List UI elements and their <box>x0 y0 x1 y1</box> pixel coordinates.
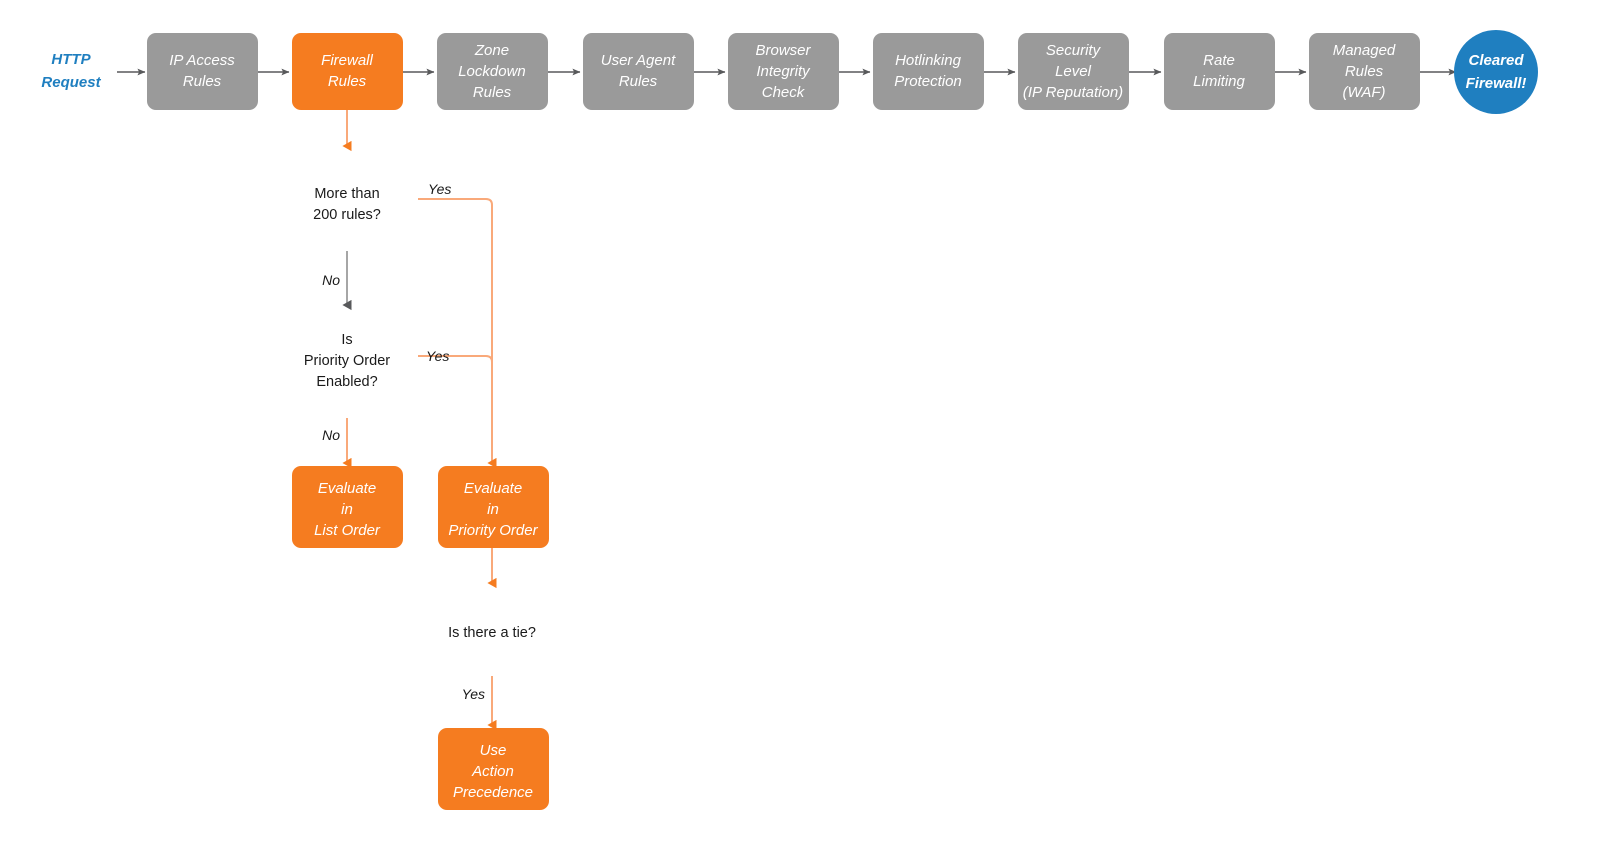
node-zone-lockdown-rules[interactable]: Zone Lockdown Rules <box>437 33 548 110</box>
cleared-firewall-circle[interactable] <box>1454 30 1538 114</box>
managed-rules-waf-box[interactable] <box>1309 33 1420 110</box>
is-there-a-tie-diamond[interactable] <box>425 586 559 676</box>
is-priority-order-enabled-diamond[interactable] <box>278 308 416 416</box>
node-hotlinking-protection[interactable]: Hotlinking Protection <box>873 33 984 110</box>
connector-decision-200-rules-yes <box>418 198 497 469</box>
rate-limiting-box[interactable] <box>1164 33 1275 110</box>
node-user-agent-rules[interactable]: User Agent Rules <box>583 33 694 110</box>
node-use-action-precedence[interactable]: Use Action Precedence <box>438 728 549 810</box>
connector-decision-priority-order-yes <box>418 355 493 390</box>
zone-lockdown-rules-box[interactable] <box>437 33 548 110</box>
more-than-200-rules-diamond[interactable] <box>278 150 416 249</box>
node-http-request[interactable]: HTTP Request <box>27 28 115 116</box>
edge-label-decision2-no: No <box>322 427 340 443</box>
evaluate-in-priority-order-box[interactable] <box>438 466 549 548</box>
node-evaluate-in-priority-order[interactable]: Evaluate in Priority Order <box>438 466 549 548</box>
node-firewall-rules[interactable]: Firewall Rules <box>292 33 403 110</box>
use-action-precedence-box[interactable] <box>438 728 549 810</box>
browser-integrity-check-box[interactable] <box>728 33 839 110</box>
node-decision-more-than-200-rules[interactable]: More than 200 rules? <box>278 150 416 249</box>
node-decision-is-there-a-tie[interactable]: Is there a tie? <box>425 586 559 676</box>
edge-label-decision1-no: No <box>322 272 340 288</box>
node-cleared-firewall[interactable]: Cleared Firewall! <box>1454 30 1538 114</box>
ip-access-rules-box[interactable] <box>147 33 258 110</box>
evaluate-in-list-order-box[interactable] <box>292 466 403 548</box>
hotlinking-protection-box[interactable] <box>873 33 984 110</box>
node-decision-is-priority-order-enabled[interactable]: Is Priority Order Enabled? <box>278 308 416 416</box>
node-security-level[interactable]: Security Level (IP Reputation) <box>1018 33 1129 110</box>
edge-label-decision3-yes: Yes <box>462 686 485 702</box>
branch-connectors <box>342 110 497 731</box>
security-level-box[interactable] <box>1018 33 1129 110</box>
node-evaluate-in-list-order[interactable]: Evaluate in List Order <box>292 466 403 548</box>
node-rate-limiting[interactable]: Rate Limiting <box>1164 33 1275 110</box>
node-ip-access-rules[interactable]: IP Access Rules <box>147 33 258 110</box>
firewall-rules-box[interactable] <box>292 33 403 110</box>
http-request-circle[interactable] <box>27 28 115 116</box>
user-agent-rules-box[interactable] <box>583 33 694 110</box>
edge-label-decision1-yes: Yes <box>428 181 451 197</box>
node-browser-integrity-check[interactable]: Browser Integrity Check <box>728 33 839 110</box>
node-managed-rules-waf[interactable]: Managed Rules (WAF) <box>1309 33 1420 110</box>
